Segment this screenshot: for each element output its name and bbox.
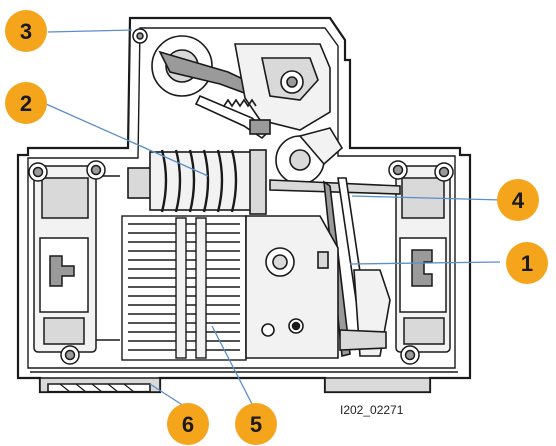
callout-3: 3	[5, 10, 47, 52]
leader-line-4	[351, 195, 503, 201]
leader-lines	[45, 29, 503, 407]
screw-top-housing	[132, 28, 148, 44]
callout-1: 1	[506, 242, 548, 284]
screw-bottom-right	[400, 345, 420, 365]
screw-top-left	[28, 162, 48, 182]
screw-top-right	[434, 162, 454, 182]
leader-line-1	[349, 261, 501, 265]
svg-text:6: 6	[182, 412, 194, 437]
arc-chute	[121, 215, 247, 361]
callout-2: 2	[5, 82, 47, 124]
operating-mechanism	[151, 35, 344, 185]
leader-line-5	[211, 325, 253, 405]
screw-top-center-left	[86, 160, 106, 180]
din-rail-clip	[39, 377, 431, 393]
right-terminal	[395, 165, 451, 353]
figure-reference-code: I202_02271	[340, 403, 404, 417]
callout-6: 6	[167, 403, 209, 445]
left-terminal	[33, 165, 120, 353]
callout-5: 5	[235, 403, 277, 445]
callout-4: 4	[497, 179, 539, 221]
svg-text:1: 1	[521, 251, 533, 276]
housing-screws	[28, 28, 454, 365]
screw-top-center-right	[388, 160, 408, 180]
magnetic-trip-coil	[127, 149, 267, 215]
leader-line-3	[47, 29, 133, 33]
leader-line-2	[45, 103, 209, 177]
callout-badges: 1 2 3 4 5 6	[5, 10, 548, 445]
svg-text:5: 5	[250, 412, 262, 437]
leader-line-6	[149, 383, 185, 407]
svg-text:4: 4	[512, 188, 525, 213]
svg-text:3: 3	[20, 19, 32, 44]
svg-text:2: 2	[20, 91, 32, 116]
screw-bottom-left	[60, 345, 80, 365]
lower-mechanism-block	[245, 215, 339, 359]
